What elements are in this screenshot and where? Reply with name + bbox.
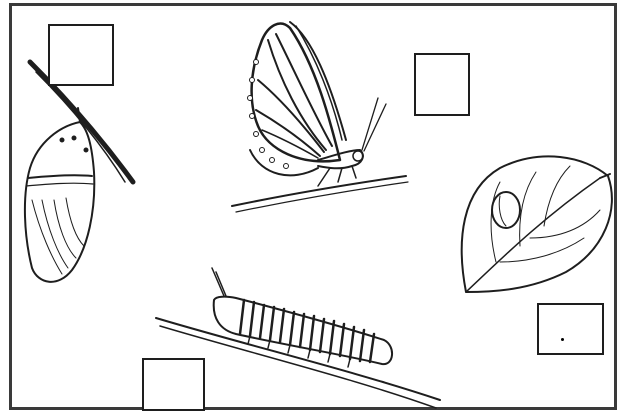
leaf-egg-drawing <box>462 156 612 292</box>
answer-box-caterpillar[interactable] <box>142 358 205 411</box>
chrysalis-drawing <box>25 62 133 282</box>
dot-mark <box>561 338 564 341</box>
answer-box-chrysalis[interactable] <box>48 24 114 86</box>
butterfly-drawing <box>232 22 408 212</box>
answer-box-egg[interactable] <box>537 303 604 355</box>
answer-box-butterfly[interactable] <box>414 53 470 116</box>
